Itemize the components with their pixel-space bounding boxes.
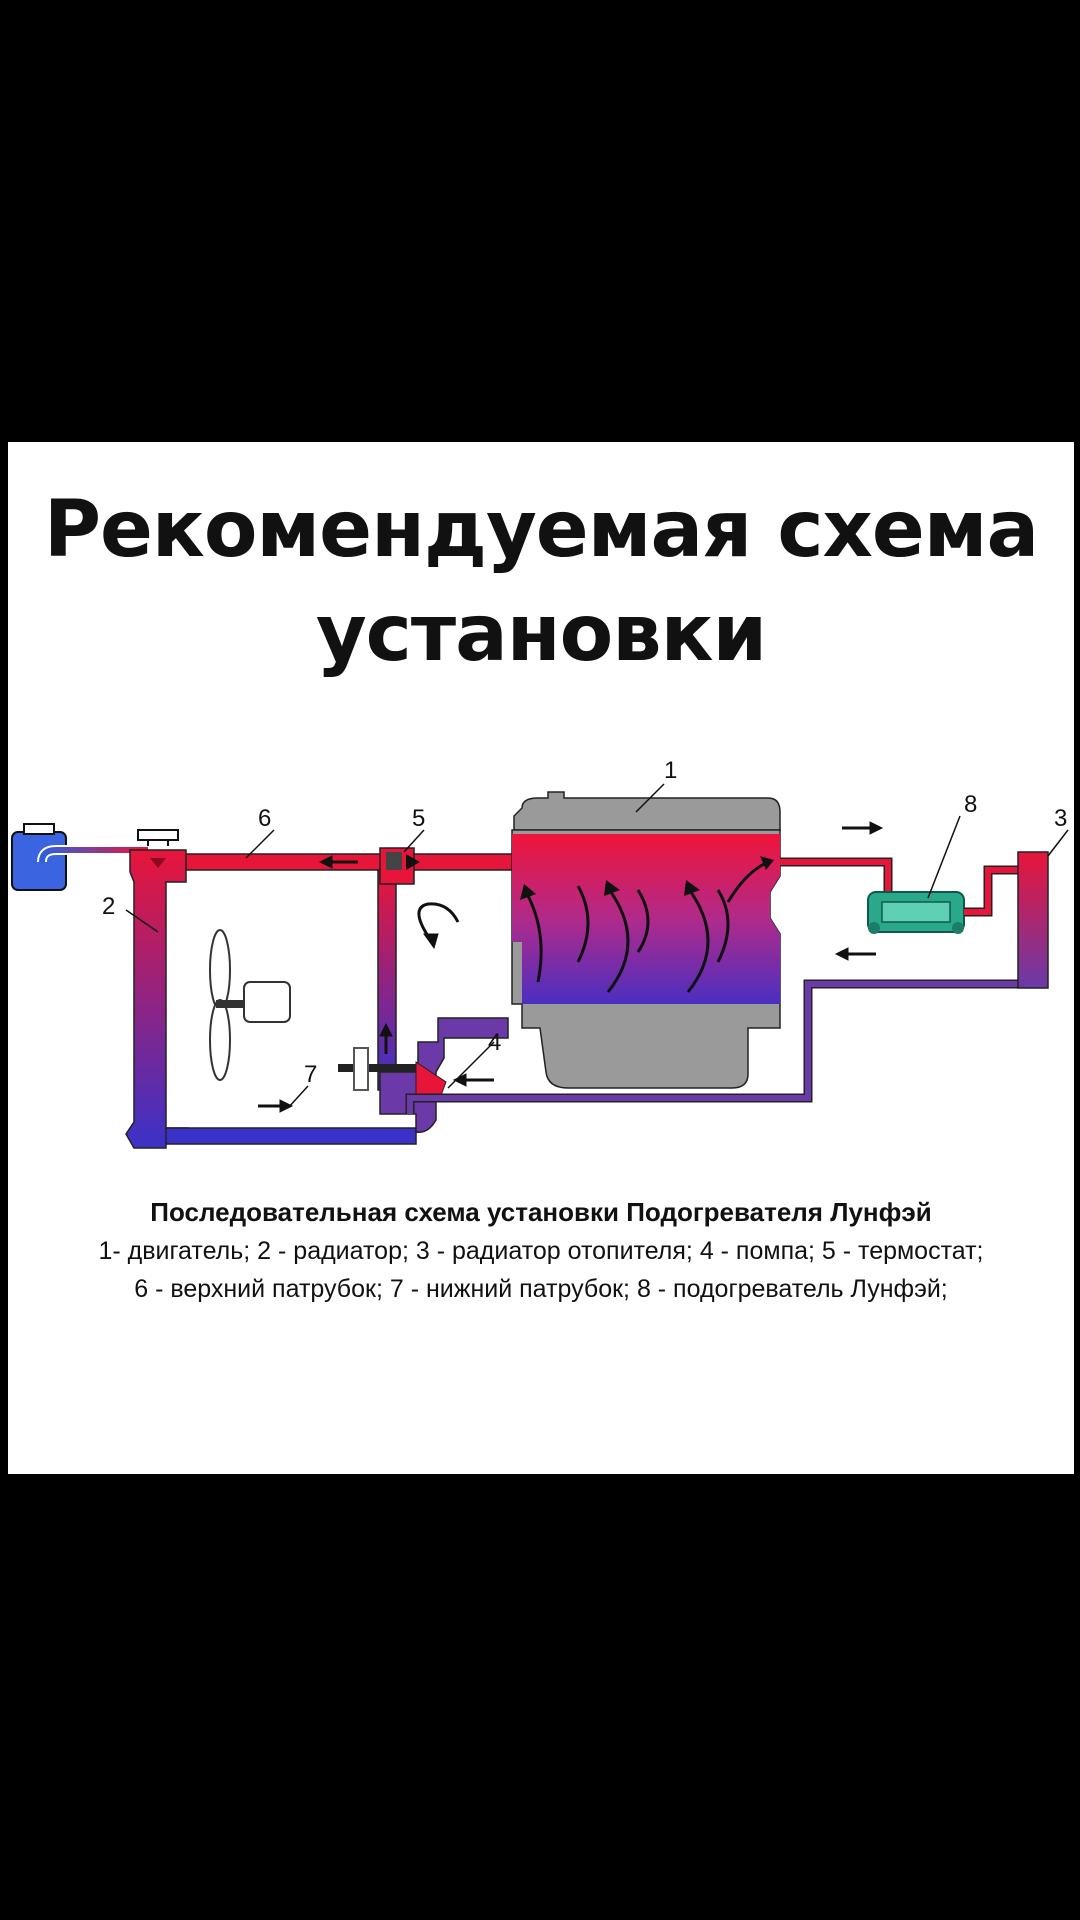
radiator bbox=[125, 829, 189, 1149]
label-thermostat: 5 bbox=[412, 805, 425, 832]
caption-line-2: 6 - верхний патрубок; 7 - нижний патрубо… bbox=[134, 1275, 948, 1303]
flow-arrows bbox=[258, 821, 884, 1113]
title-line-1: Рекомендуемая схема bbox=[43, 485, 1039, 575]
label-heater: 8 bbox=[964, 791, 977, 818]
legend-caption: Последовательная схема установки Подогре… bbox=[8, 1192, 1074, 1308]
caption-line-1: 1- двигатель; 2 - радиатор; 3 - радиатор… bbox=[98, 1237, 984, 1265]
page-title: Рекомендуемая схема установки bbox=[8, 478, 1074, 686]
cooling-system-diagram: 1 8 3 2 6 5 7 4 bbox=[11, 757, 1069, 1149]
expansion-tank bbox=[11, 823, 148, 891]
engine-block bbox=[511, 791, 781, 1089]
label-pointers bbox=[125, 783, 1069, 1109]
pump bbox=[338, 1017, 509, 1133]
heater-radiator bbox=[1017, 851, 1049, 989]
lower-hose bbox=[165, 1127, 417, 1145]
label-engine: 1 bbox=[664, 757, 677, 784]
heater bbox=[867, 891, 965, 934]
label-upper-hose: 6 bbox=[258, 805, 271, 832]
label-heater-radiator: 3 bbox=[1054, 805, 1067, 832]
heater-feed-line bbox=[780, 857, 893, 892]
label-lower-hose: 7 bbox=[304, 1061, 317, 1088]
label-radiator: 2 bbox=[102, 893, 115, 920]
title-line-2: установки bbox=[315, 589, 767, 679]
label-pump: 4 bbox=[488, 1029, 501, 1056]
thermostat bbox=[377, 847, 420, 1091]
fan-icon bbox=[209, 929, 291, 1081]
caption-title: Последовательная схема установки Подогре… bbox=[150, 1197, 932, 1227]
content-card: Рекомендуемая схема установки bbox=[8, 442, 1074, 1474]
